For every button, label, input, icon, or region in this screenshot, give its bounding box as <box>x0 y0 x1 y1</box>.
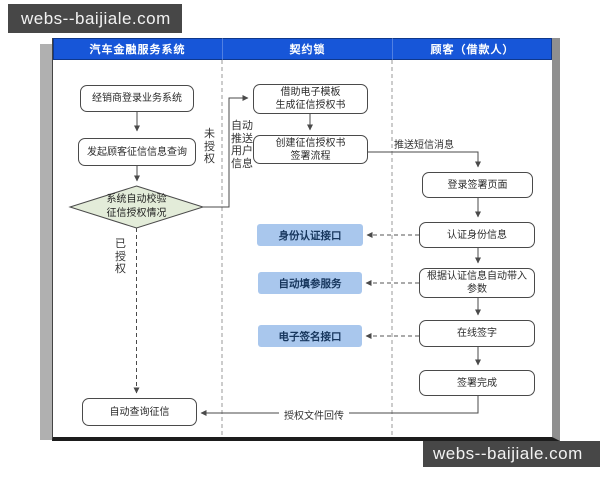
service-auto-fill: 自动填参服务 <box>258 272 362 294</box>
edge-push-sms <box>368 151 481 168</box>
node-auto-import-params: 根据认证信息自动带入 参数 <box>419 268 535 298</box>
frame-shadow <box>40 44 53 440</box>
node-create-signing-flow: 创建征信授权书 签署流程 <box>253 135 368 164</box>
decision-verify-authorization: 系统自动校验 征信授权情况 <box>106 194 167 219</box>
watermark-top: webs--baijiale.com <box>8 4 182 33</box>
node-auto-query-credit: 自动查询征信 <box>82 398 197 426</box>
label-auto-push-user-info: 自动 推送 用户 信息 <box>231 120 253 170</box>
label-push-sms: 推送短信消息 <box>394 140 454 151</box>
lane-header-qiyuesuo: 契约锁 <box>222 38 392 60</box>
node-online-sign: 在线签字 <box>419 320 535 347</box>
label-authorized: 已 授 权 <box>115 238 126 275</box>
service-esign-api: 电子签名接口 <box>258 325 362 347</box>
swimlane-diagram: 汽车金融服务系统 契约锁 顾客（借款人） <box>52 38 560 441</box>
node-sign-complete: 签署完成 <box>419 370 535 396</box>
lane-header-customer: 顾客（借款人） <box>392 38 552 60</box>
label-not-authorized: 未 授 权 <box>204 128 215 165</box>
diagram-canvas: 经销商登录业务系统 发起顾客征信信息查询 系统自动校验 征信授权情况 自动查询征… <box>53 60 552 437</box>
node-initiate-credit-query: 发起顾客征信信息查询 <box>78 138 196 166</box>
lane-header-row: 汽车金融服务系统 契约锁 顾客（借款人） <box>53 38 552 60</box>
label-file-return: 授权文件回传 <box>279 406 349 423</box>
node-generate-authorization-letter: 借助电子模板 生成征信授权书 <box>253 84 368 114</box>
node-dealer-login: 经销商登录业务系统 <box>80 85 194 112</box>
lane-header-finance-system: 汽车金融服务系统 <box>89 44 186 56</box>
service-identity-auth-api: 身份认证接口 <box>257 224 363 246</box>
watermark-bottom: webs--baijiale.com <box>423 441 600 467</box>
node-login-signing-page: 登录签署页面 <box>422 172 533 198</box>
edge-not-authorized <box>203 95 249 208</box>
connector-layer <box>68 60 481 437</box>
node-authenticate-identity: 认证身份信息 <box>419 222 535 248</box>
